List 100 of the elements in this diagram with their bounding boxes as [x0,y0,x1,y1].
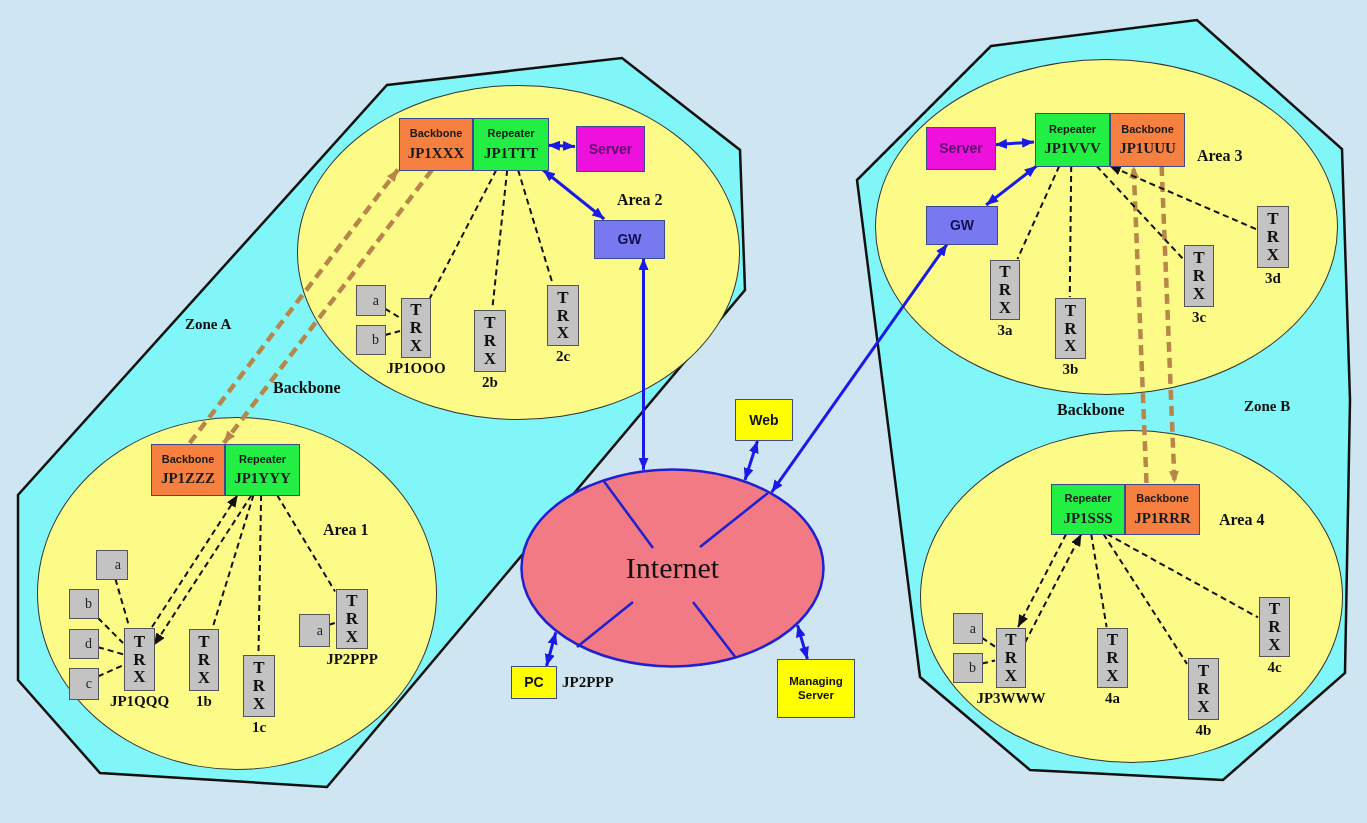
node-id: JP1SSS [1063,509,1113,527]
repeater-box [1051,484,1125,535]
trx-label: TRX [132,632,147,687]
area-label: Area 4 [1219,511,1265,529]
trx-label: TRX [1267,600,1282,654]
device-caption: 2c [555,348,571,365]
device-caption: JP2PPP [562,673,614,692]
terminal-box [953,653,983,683]
terminal-label: a [114,557,121,573]
internet-ellipse [520,468,825,668]
node-id: JP1YYY [234,470,291,488]
trx-label: TRX [251,659,267,713]
trx-label: TRX [1105,631,1120,685]
connector-line [429,169,498,299]
connector-line [981,636,996,648]
node-id: JP1TTT [483,144,539,162]
node-id: JP1RRR [1134,509,1191,527]
internet-label: Internet [625,551,720,585]
trx-label: TRX [997,263,1013,317]
trx-label: TRX [555,288,571,343]
trx-label: TRX [1003,631,1019,685]
terminal-box [299,614,330,647]
connector-line [1095,165,1184,260]
repeater-box [225,444,300,496]
terminal-label: b [969,660,976,676]
device-label: PC [524,674,544,691]
terminal-label: a [372,292,379,309]
terminal-label: c [85,676,92,692]
trx-label: TRX [1191,249,1207,303]
connector-line [328,621,336,626]
device-caption: 4a [1105,690,1120,707]
server-box [926,127,996,170]
arrow [151,494,239,628]
box-heading: Backbone [1121,122,1174,136]
terminal-label: b [85,596,92,612]
zone-label: Zone A [185,316,232,333]
device-label: Server [939,140,983,157]
terminal-box [69,629,99,659]
device-caption: 3d [1265,270,1281,287]
repeater-box [473,118,549,171]
trx-label: TRX [196,633,212,687]
device-box [777,659,855,718]
box-heading: Repeater [487,127,535,140]
device-caption: 3c [1191,309,1207,326]
box-heading: Repeater [1048,122,1097,136]
node-id: JP1XXX [407,144,465,162]
terminal-box [96,550,128,580]
arrow [187,168,400,445]
arrow [994,137,1035,149]
terminal-box [356,285,386,316]
area-label: Area 3 [1197,147,1243,165]
device-caption: 3a [997,322,1013,339]
connector-line [97,646,124,656]
terminal-box [69,668,99,700]
repeater-box [1035,113,1110,167]
trx-label: TRX [408,301,424,355]
box-heading: Repeater [238,452,287,466]
trx-label: TRX [482,314,498,368]
backbone-box [1125,484,1200,535]
arrow [985,164,1038,207]
backbone-box [1110,113,1185,167]
box-heading: Backbone [161,452,215,466]
trx-label: TRX [1265,210,1281,264]
device-caption: 4b [1195,722,1212,739]
box-heading: Repeater [1064,492,1112,505]
connector-line [1016,165,1061,260]
arrow [153,494,253,647]
trx-label: TRX [1063,301,1078,356]
zone-label: Zone B [1244,398,1291,415]
arrow [1108,164,1257,231]
connector-line [97,664,124,678]
arrow [638,258,649,470]
device-caption: JP3WWW [976,690,1046,707]
gateway-box [926,206,998,245]
arrow [544,632,558,667]
area-label: Area 2 [617,191,663,209]
zone-polygon [857,20,1350,780]
arrow [743,440,759,481]
arrow [547,140,576,151]
box-heading: Backbone [1136,492,1189,505]
connector-line [1102,533,1188,665]
arrow [222,168,434,445]
connector-line [384,330,401,336]
arrow [1017,533,1068,628]
trx-label: TRX [1196,662,1211,716]
device-label: Web [749,411,779,429]
arrow [1024,533,1083,644]
gateway-box [594,220,665,259]
backbone-box [399,118,473,171]
device-caption: JP1OOO [386,360,446,377]
device-label: GW [617,231,642,248]
arrow [1129,165,1149,484]
terminal-label: d [85,636,92,652]
device-caption: JP2PPP [326,651,378,668]
device-caption: 4c [1267,659,1282,676]
terminal-box [69,589,99,619]
arrow [1159,165,1179,484]
device-caption: 3b [1062,361,1079,378]
box-heading: Backbone [409,127,463,140]
terminal-label: a [316,622,323,639]
